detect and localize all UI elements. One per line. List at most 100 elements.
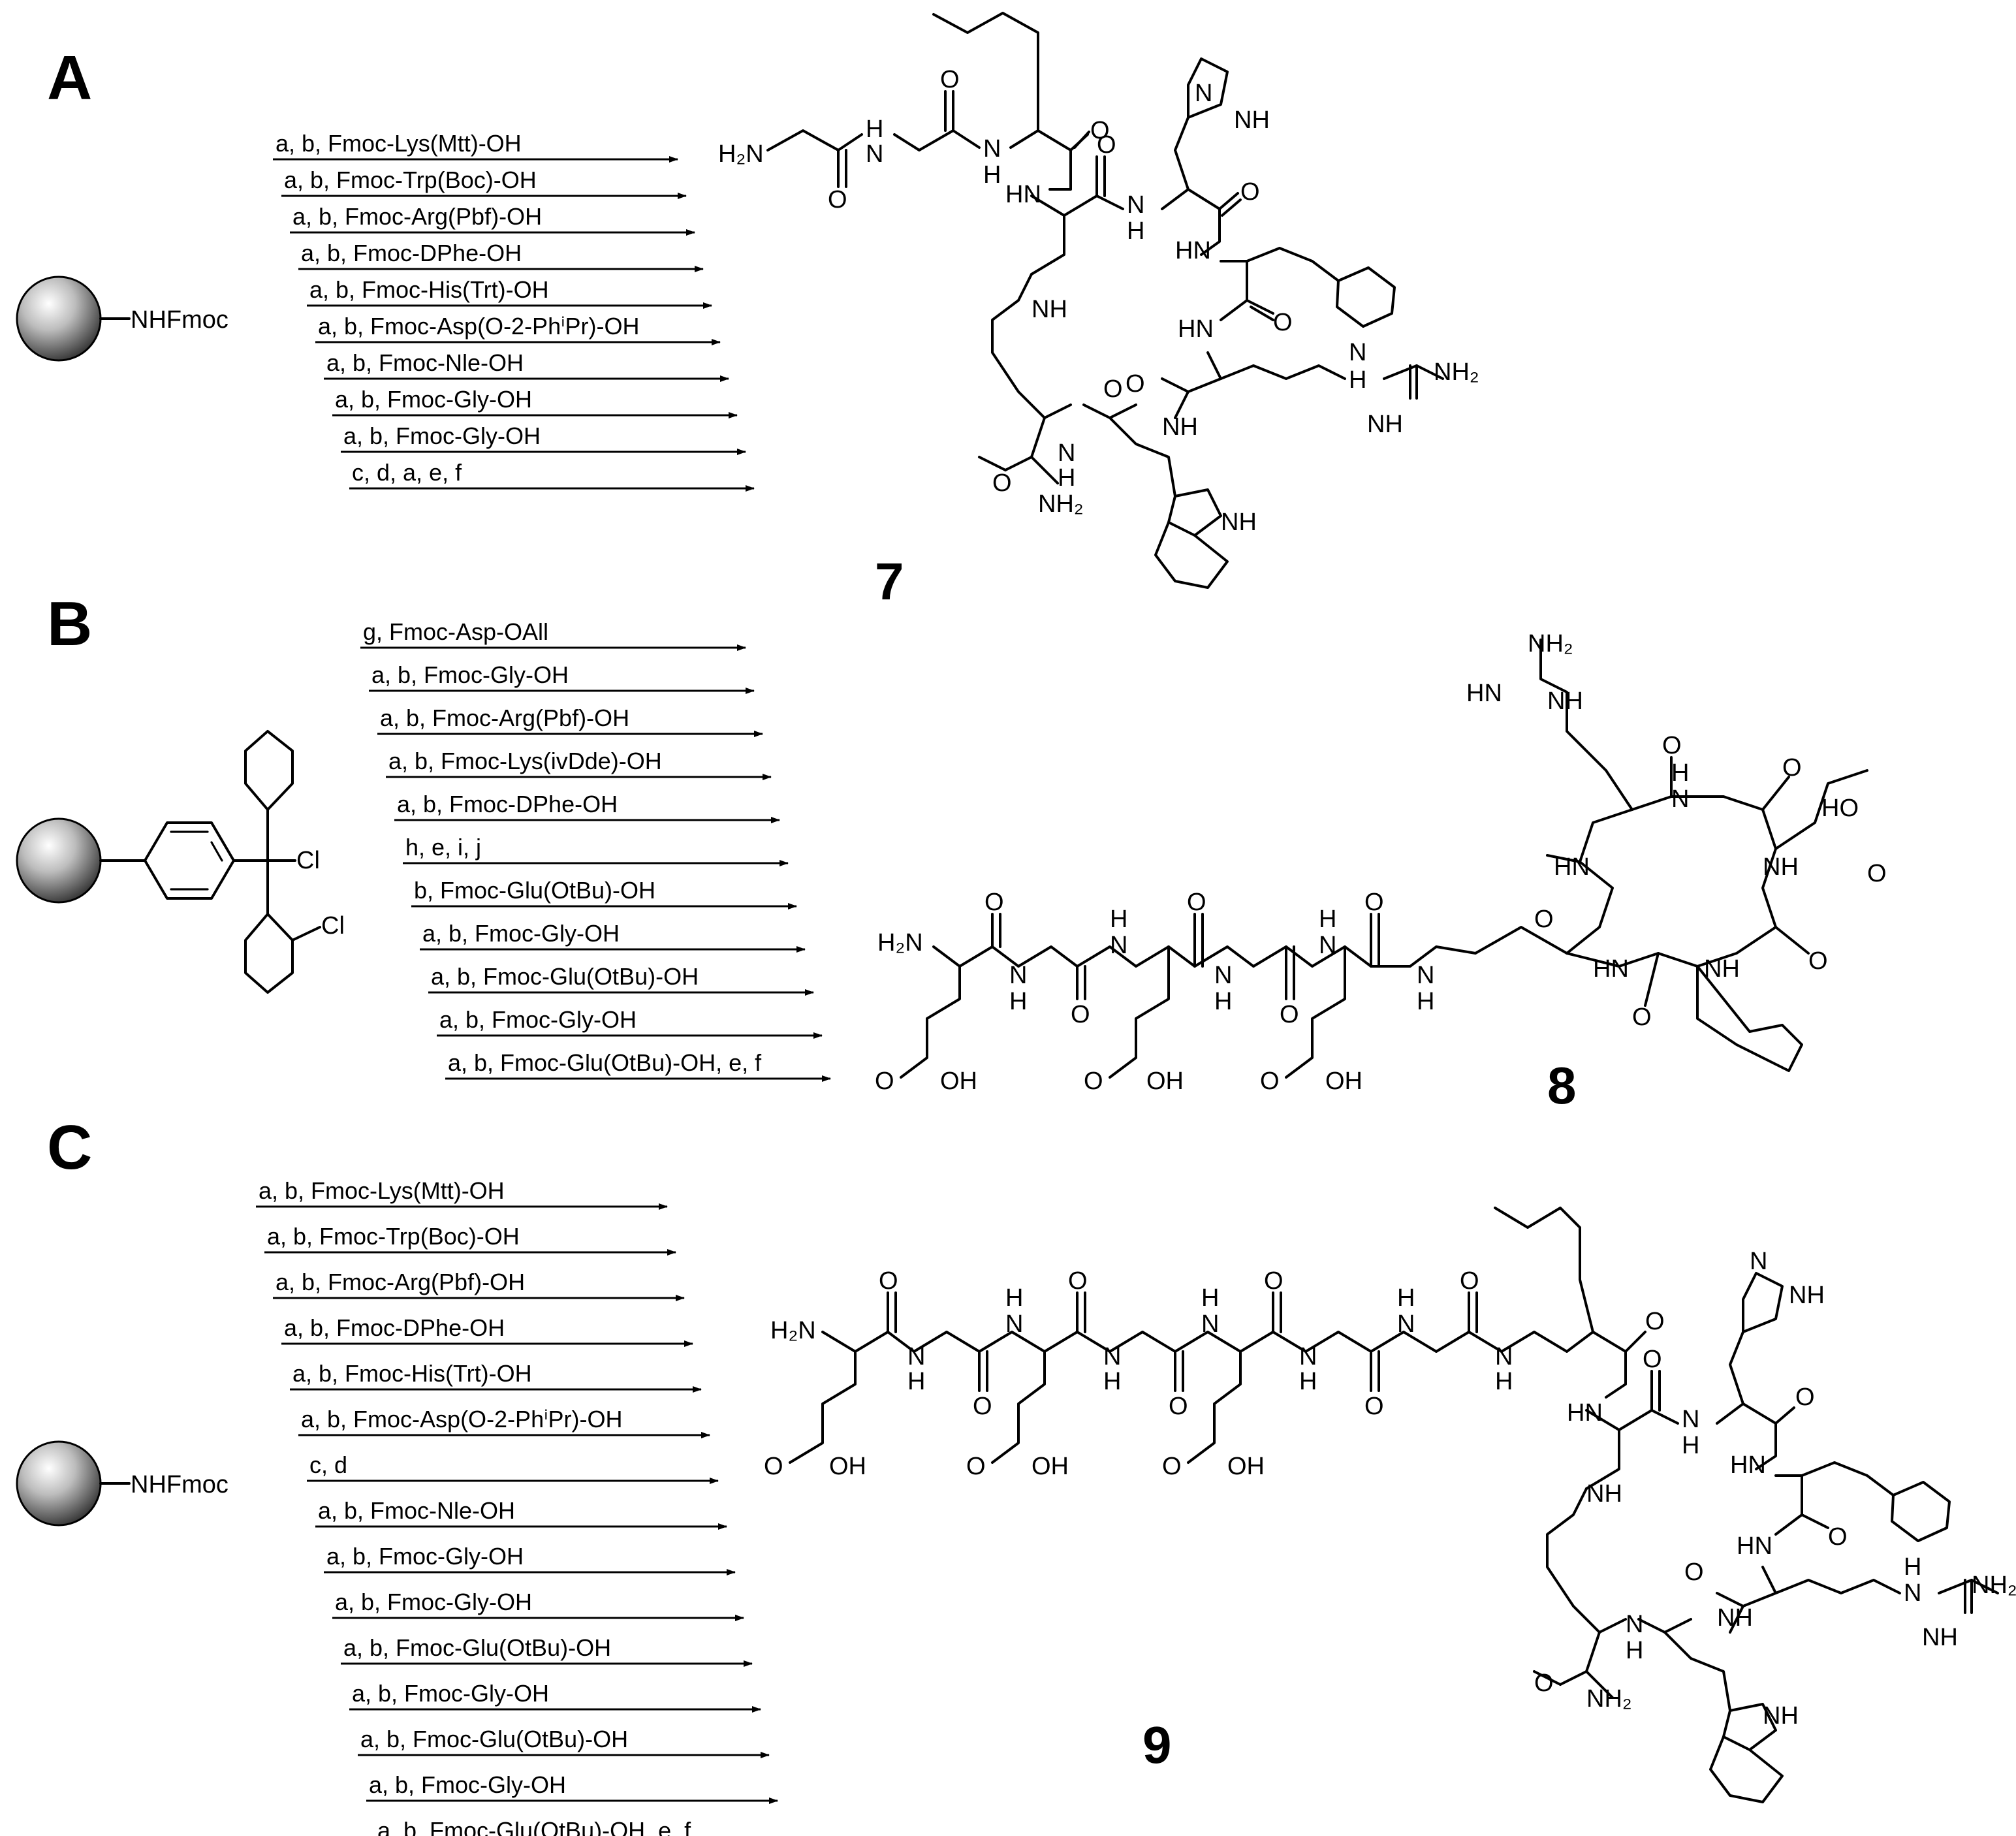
atom-h-8b: H <box>1110 906 1127 933</box>
atom-oh-glu3: OH <box>1325 1068 1362 1095</box>
atom-o-9h: O <box>1645 1308 1665 1335</box>
steps-c: a, b, Fmoc-Lys(Mtt)-OHa, b, Fmoc-Trp(Boc… <box>256 1177 778 1836</box>
reaction-step-label: a, b, Fmoc-Glu(OtBu)-OH <box>343 1634 611 1661</box>
atom-hn-arg-8: HN <box>1466 680 1502 707</box>
atom-o-9l: O <box>1684 1559 1704 1586</box>
resin-bead-b: Cl Cl <box>16 730 345 994</box>
atom-o-7a: O <box>828 186 847 214</box>
reaction-step-label: c, d, a, e, f <box>352 459 462 486</box>
atom-h-9f: H <box>1397 1284 1415 1312</box>
atom-o-glu3-9: O <box>1162 1453 1182 1480</box>
atom-o-9d: O <box>1169 1393 1188 1420</box>
atom-n-8f: N <box>1671 785 1689 813</box>
atom-hn-7c: HN <box>1005 181 1041 208</box>
atom-ho-asp-8: HO <box>1821 795 1859 822</box>
atom-oh-glu2: OH <box>1146 1068 1184 1095</box>
compound-8-label: 8 <box>1547 1056 1577 1115</box>
reaction-step-label: a, b, Fmoc-Gly-OH <box>335 1589 532 1615</box>
atom-o-8d: O <box>1280 1001 1299 1028</box>
atom-nh-9l: NH <box>1717 1604 1753 1632</box>
atom-nh-lys-9: NH <box>1586 1480 1622 1508</box>
atom-n-7a: N <box>866 140 883 168</box>
atom-h-9b: H <box>1005 1284 1023 1312</box>
atom-h-7h: H <box>1058 464 1075 492</box>
resin-a-label: NHFmoc <box>131 306 228 334</box>
atom-n-9e: N <box>1299 1343 1317 1370</box>
reaction-step-label: a, b, Fmoc-Gly-OH <box>422 920 620 947</box>
atom-n-9m: N <box>1626 1611 1643 1638</box>
atom-n-his-9: N <box>1750 1248 1767 1275</box>
panel-a-letter: A <box>47 43 92 113</box>
atom-o-9e: O <box>1264 1267 1284 1295</box>
atom-nh-8h: NH <box>1704 955 1740 983</box>
atom-h2n-7: H₂N <box>718 140 764 168</box>
atom-nh-7a: H <box>866 116 883 143</box>
reaction-step-label: a, b, Fmoc-DPhe-OH <box>397 791 618 817</box>
atom-o-glu3: O <box>1260 1068 1280 1095</box>
panel-a: A NHFmoc a, b, Fmoc-Lys(Mtt)-OH a, b, Fmo… <box>16 12 1479 610</box>
atom-o-8a: O <box>984 889 1004 916</box>
reaction-step-label: a, b, Fmoc-Gly-OH <box>439 1006 637 1033</box>
panel-b: B Cl Cl g, Fmoc-Asp-OAll a, b, Fmoc-Gly-O… <box>16 589 1887 1115</box>
atom-oh-glu1: OH <box>940 1068 977 1095</box>
atom-h-9i: H <box>1682 1432 1699 1459</box>
atom-n-7d: N <box>1127 191 1144 219</box>
atom-o-9g: O <box>1460 1267 1479 1295</box>
atom-n-8b: N <box>1110 932 1127 959</box>
reaction-step-label: a, b, Fmoc-Arg(Pbf)-OH <box>292 203 542 230</box>
atom-hn-9k: HN <box>1737 1532 1772 1560</box>
reaction-step-label: g, Fmoc-Asp-OAll <box>363 618 548 645</box>
atom-n-9f: N <box>1397 1310 1415 1338</box>
resin-b-cl-1: Cl <box>296 847 320 874</box>
atom-oh-glu1-9: OH <box>829 1453 866 1480</box>
reaction-step-label: a, b, Fmoc-Gly-OH <box>335 386 532 413</box>
atom-o-glu1-9: O <box>764 1453 783 1480</box>
atom-o-9b: O <box>973 1393 992 1420</box>
atom-h-9d: H <box>1201 1284 1219 1312</box>
atom-o-7h: O <box>1103 375 1123 403</box>
atom-nh-8a: N <box>1009 962 1027 989</box>
atom-nh-7g: NH <box>1162 413 1198 441</box>
atom-nh-arg-7: H <box>1349 366 1366 394</box>
resin-c-label: NHFmoc <box>131 1471 228 1498</box>
atom-oh-glu2-9: OH <box>1032 1453 1069 1480</box>
reaction-step-label: a, b, Fmoc-Gly-OH <box>369 1771 566 1798</box>
reaction-step-label: a, b, Fmoc-Glu(OtBu)-OH, e, f <box>448 1049 762 1076</box>
atom-o-8b: O <box>1071 1001 1090 1028</box>
atom-o-9j: O <box>1795 1384 1815 1411</box>
atom-o-asp-8: O <box>1867 860 1887 887</box>
resin-bead-a: NHFmoc <box>16 276 228 362</box>
reaction-step-label: a, b, Fmoc-His(Trt)-OH <box>292 1360 532 1387</box>
atom-n-9d: N <box>1201 1310 1219 1338</box>
atom-o-glu2: O <box>1084 1068 1103 1095</box>
atom-hn-8g: HN <box>1554 853 1590 881</box>
reaction-step-label: a, b, Fmoc-Lys(Mtt)-OH <box>276 130 522 157</box>
panel-c: C NHFmoc a, b, Fmoc-Lys(Mtt)-OHa, b, Fmo… <box>16 1113 2016 1836</box>
atom-nh-his-7: NH <box>1234 106 1270 134</box>
atom-n-his-7: N <box>1195 80 1212 107</box>
atom-h-9c: H <box>1103 1368 1121 1395</box>
atom-nh2-7: NH₂ <box>1038 490 1084 518</box>
atom-h-8a: H <box>1009 988 1027 1015</box>
reaction-step-label: a, b, Fmoc-DPhe-OH <box>301 240 522 266</box>
atom-o-glu2-9: O <box>966 1453 986 1480</box>
reaction-step-label: a, b, Fmoc-Arg(Pbf)-OH <box>380 704 629 731</box>
atom-o-8i: O <box>1808 947 1828 975</box>
resin-bead-icon <box>16 276 102 362</box>
atom-h-7d: H <box>1127 217 1144 245</box>
atom-nh-trp-9: NH <box>1763 1702 1799 1730</box>
atom-n-9b: N <box>1005 1310 1023 1338</box>
reaction-step-label: h, e, i, j <box>405 834 481 861</box>
atom-hn-arg-9: NH <box>1922 1624 1958 1651</box>
atom-nh2-arg-8: NH₂ <box>1528 630 1573 657</box>
atom-h-9m: H <box>1626 1637 1643 1664</box>
structure-compound-7: H₂N H N O O N H O HN O N H N NH O HN O H… <box>718 12 1479 610</box>
panel-b-letter: B <box>47 589 92 659</box>
atom-o-8g: O <box>1782 754 1802 782</box>
atom-n-9c: N <box>1103 1343 1121 1370</box>
resin-bead-icon <box>16 817 102 904</box>
atom-h-9a: H <box>907 1368 925 1395</box>
atom-h-9e: H <box>1299 1368 1317 1395</box>
atom-o-glu1: O <box>875 1068 894 1095</box>
atom-nh-arg-8: NH <box>1547 688 1583 715</box>
